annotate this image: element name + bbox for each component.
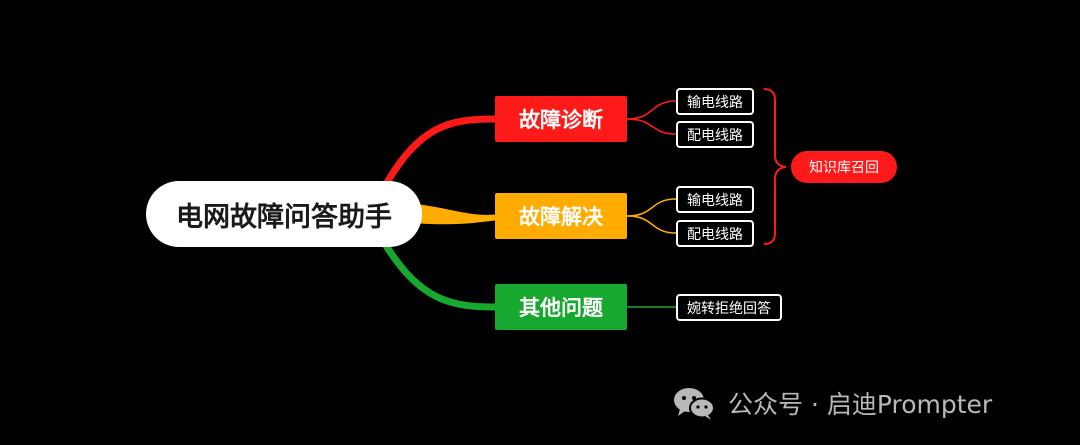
leaf-distribution-line: 配电线路 — [676, 220, 754, 247]
leaf-label: 配电线路 — [687, 127, 743, 144]
connector-root-other — [381, 240, 499, 311]
watermark-text: 公众号 · 启迪Prompter — [728, 390, 993, 419]
leaf-transmission-line: 输电线路 — [676, 186, 754, 213]
connector-diagnosis-leaf-2 — [626, 118, 677, 135]
leaf-transmission-line: 输电线路 — [676, 88, 754, 115]
root-node: 电网故障问答助手 — [146, 181, 422, 247]
watermark: 公众号 · 启迪Prompter — [672, 385, 992, 421]
branch-fault-solution: 故障解决 — [495, 193, 627, 239]
leaf-label: 输电线路 — [687, 192, 743, 209]
knowledge-brace — [763, 88, 787, 245]
branch-label: 其他问题 — [519, 296, 603, 320]
knowledge-recall-node: 知识库召回 — [791, 151, 897, 183]
wechat-icon — [674, 388, 715, 420]
connector-solution-leaf-1 — [626, 198, 677, 217]
branch-other-questions: 其他问题 — [495, 284, 627, 330]
branch-label: 故障解决 — [519, 205, 603, 229]
knowledge-recall-label: 知识库召回 — [809, 160, 879, 176]
leaf-distribution-line: 配电线路 — [676, 121, 754, 148]
leaf-label: 婉转拒绝回答 — [687, 300, 771, 317]
root-label: 电网故障问答助手 — [176, 201, 392, 233]
branch-fault-diagnosis: 故障诊断 — [495, 96, 627, 142]
connector-solution-leaf-2 — [626, 215, 677, 234]
branch-label: 故障诊断 — [519, 108, 603, 132]
connector-root-diagnosis — [381, 115, 499, 190]
connector-diagnosis-leaf-1 — [626, 100, 677, 120]
connector-root-solution — [418, 204, 497, 225]
leaf-decline-answer: 婉转拒绝回答 — [676, 294, 782, 321]
leaf-label: 输电线路 — [687, 94, 743, 111]
leaf-label: 配电线路 — [687, 226, 743, 243]
